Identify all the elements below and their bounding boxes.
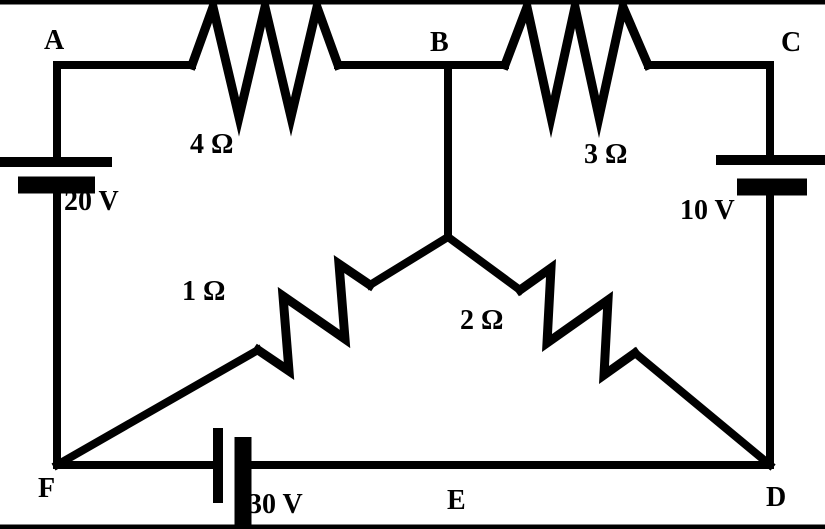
wire-battery20v-to-a-to-resistor4 [53, 61, 196, 166]
battery-30v-label: 30 V [248, 489, 303, 520]
node-label-d: D [766, 482, 786, 513]
battery-20v-label: 20 V [64, 186, 119, 217]
battery-10v-label: 10 V [680, 195, 735, 226]
resistor-2ohm-zigzag [513, 258, 642, 385]
resistor-4ohm-label: 4 Ω [190, 129, 233, 160]
resistor-2ohm-label: 2 Ω [460, 305, 503, 336]
node-label-b: B [430, 27, 449, 58]
lead-center-to-resistor1 [364, 231, 454, 291]
lead-resistor2-to-d [629, 347, 776, 471]
resistor-4ohm-zigzag [186, 0, 344, 137]
node-label-c: C [781, 27, 801, 58]
resistor-3ohm-label: 3 Ω [584, 139, 627, 170]
lead-resistor1-to-f [51, 344, 264, 471]
node-label-e: E [447, 485, 466, 516]
lead-center-to-resistor2 [442, 231, 526, 296]
node-label-a: A [44, 25, 65, 56]
node-label-f: F [38, 473, 55, 504]
resistor-1ohm-label: 1 Ω [182, 276, 225, 307]
resistor-1ohm-zigzag [251, 255, 377, 380]
resistor-3ohm-zigzag [499, 0, 654, 139]
wire-resistor3-to-c-to-battery10v [644, 61, 774, 164]
